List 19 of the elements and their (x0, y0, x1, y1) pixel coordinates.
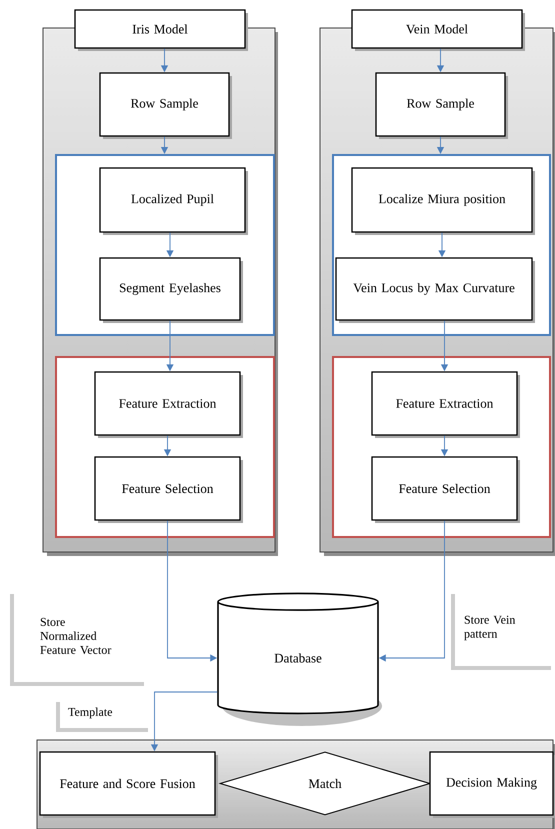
edge-label: Store Normalized Feature Vector (10, 590, 148, 686)
edge-label: Store Vein pattern (451, 590, 555, 670)
process-box: Iris Model (74, 9, 248, 51)
process-box: Feature Selection (94, 456, 243, 523)
process-box: Segment Eyelashes (99, 257, 243, 323)
process-box: Row Sample (99, 72, 232, 139)
process-box: Feature Selection (371, 456, 520, 523)
process-box: Vein Model (351, 9, 525, 51)
process-box: Localized Pupil (99, 167, 248, 235)
process-box: Localize Miura position (351, 167, 535, 235)
process-box: Feature and Score Fusion (39, 751, 218, 818)
process-box: Feature Extraction (371, 371, 520, 438)
edge-label: Template (56, 698, 152, 732)
process-box: Row Sample (375, 72, 508, 139)
process-box: Feature Extraction (94, 371, 243, 438)
database-cylinder: Database (217, 592, 382, 726)
process-box: Decision Making (429, 751, 555, 818)
node-label: Database (274, 653, 322, 663)
process-box: Vein Locus by Max Curvature (335, 257, 535, 323)
